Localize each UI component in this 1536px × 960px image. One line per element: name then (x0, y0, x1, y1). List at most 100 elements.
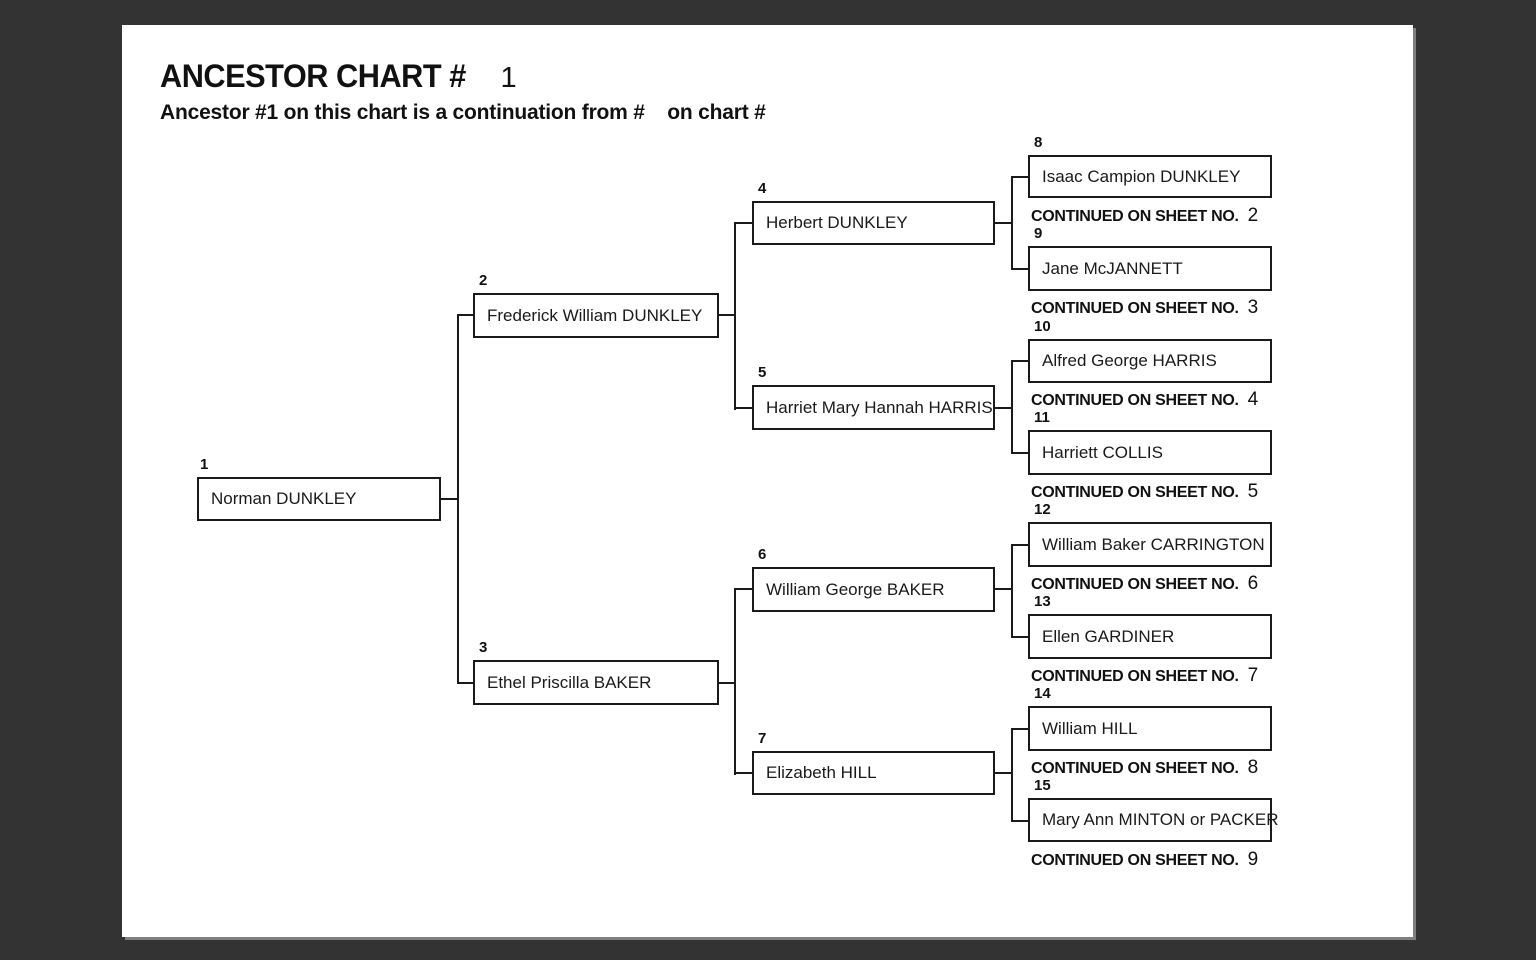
continued-sheet-number: 7 (1247, 665, 1259, 686)
continued-label: CONTINUED ON SHEET NO. (1031, 208, 1239, 225)
connector-line (1011, 728, 1013, 822)
person-box-herbert-dunkley: Herbert DUNKLEY (752, 201, 995, 245)
person-box-norman-dunkley: Norman DUNKLEY (197, 477, 441, 521)
connector-line (734, 222, 752, 224)
person-name-15: Mary Ann MINTON or PACKER (1042, 810, 1279, 829)
person-box-ethel-priscilla-baker: Ethel Priscilla BAKER (473, 660, 719, 705)
person-number-14: 14 (1034, 685, 1051, 702)
person-box-jane-mcjannett: Jane McJANNETT (1028, 246, 1272, 291)
person-box-isaac-campion-dunkley: Isaac Campion DUNKLEY (1028, 155, 1272, 198)
person-number-13: 13 (1034, 593, 1051, 610)
continued-label: CONTINUED ON SHEET NO. (1031, 668, 1239, 685)
continued-label: CONTINUED ON SHEET NO. (1031, 300, 1239, 317)
connector-line (734, 588, 752, 590)
person-box-william-george-baker: William George BAKER (752, 567, 995, 612)
person-name-7: Elizabeth HILL (766, 763, 877, 782)
person-name-14: William HILL (1042, 718, 1138, 738)
connector-line (457, 682, 473, 684)
connector-line (719, 314, 736, 316)
person-name-3: Ethel Priscilla BAKER (487, 672, 652, 692)
connector-line (1011, 544, 1013, 638)
continued-sheet-number: 9 (1247, 849, 1259, 870)
continued-note-11: CONTINUED ON SHEET NO. 5 (1031, 481, 1258, 503)
continued-sheet-number: 4 (1247, 389, 1259, 410)
continued-note-8: CONTINUED ON SHEET NO. 2 (1031, 205, 1258, 227)
continued-label: CONTINUED ON SHEET NO. (1031, 392, 1239, 409)
connector-line (1011, 452, 1028, 454)
person-name-11: Harriett COLLIS (1042, 442, 1163, 462)
continued-note-12: CONTINUED ON SHEET NO. 6 (1031, 573, 1258, 595)
person-number-1: 1 (200, 456, 209, 473)
continued-sheet-number: 8 (1247, 757, 1259, 778)
continued-note-13: CONTINUED ON SHEET NO. 7 (1031, 665, 1258, 687)
connector-line (1011, 360, 1028, 362)
connector-line (457, 314, 473, 316)
person-number-15: 15 (1034, 777, 1051, 794)
continued-note-15: CONTINUED ON SHEET NO. 9 (1031, 849, 1258, 871)
person-box-mary-ann-minton-or-packer: Mary Ann MINTON or PACKER (1028, 798, 1278, 842)
person-name-9: Jane McJANNETT (1042, 258, 1183, 278)
connector-line (1011, 636, 1028, 638)
connector-line (1011, 728, 1028, 730)
person-number-3: 3 (479, 639, 488, 656)
person-box-elizabeth-hill: Elizabeth HILL (752, 751, 995, 795)
person-name-12: William Baker CARRINGTON (1042, 534, 1265, 554)
person-name-13: Ellen GARDINER (1042, 626, 1175, 646)
continued-label: CONTINUED ON SHEET NO. (1031, 576, 1239, 593)
person-box-william-baker-carrington: William Baker CARRINGTON (1028, 522, 1272, 567)
person-name-2: Frederick William DUNKLEY (487, 305, 703, 325)
continued-sheet-number: 5 (1247, 481, 1259, 502)
continued-note-10: CONTINUED ON SHEET NO. 4 (1031, 389, 1258, 411)
person-name-8: Isaac Campion DUNKLEY (1042, 166, 1241, 186)
connector-line (441, 498, 458, 500)
person-number-8: 8 (1034, 134, 1043, 151)
continued-label: CONTINUED ON SHEET NO. (1031, 484, 1239, 501)
chart-page: ANCESTOR CHART # 1 Ancestor #1 on this c… (122, 25, 1413, 937)
connector-line (995, 588, 1013, 590)
connector-line (995, 222, 1013, 224)
person-name-10: Alfred George HARRIS (1042, 351, 1217, 370)
person-box-alfred-george-harris: Alfred George HARRIS (1028, 339, 1272, 383)
continued-sheet-number: 2 (1247, 205, 1259, 226)
person-name-6: William George BAKER (766, 579, 945, 599)
person-number-4: 4 (758, 180, 767, 197)
connector-line (734, 222, 736, 410)
person-number-10: 10 (1034, 318, 1051, 335)
person-number-6: 6 (758, 546, 767, 563)
person-number-11: 11 (1034, 409, 1050, 426)
person-box-william-hill: William HILL (1028, 706, 1272, 751)
page-subtitle: Ancestor #1 on this chart is a continuat… (160, 101, 766, 124)
connector-line (995, 407, 1013, 409)
connector-line (1011, 544, 1028, 546)
person-name-5: Harriet Mary Hannah HARRIS (766, 397, 993, 417)
page-title: ANCESTOR CHART # 1 (160, 58, 517, 95)
page-title-label: ANCESTOR CHART # (160, 58, 466, 94)
person-name-4: Herbert DUNKLEY (766, 213, 908, 232)
person-number-5: 5 (758, 364, 767, 381)
connector-line (734, 772, 752, 774)
continued-label: CONTINUED ON SHEET NO. (1031, 760, 1239, 777)
connector-line (1011, 176, 1028, 178)
person-box-harriett-collis: Harriett COLLIS (1028, 430, 1272, 475)
person-box-frederick-william-dunkley: Frederick William DUNKLEY (473, 293, 719, 338)
person-number-9: 9 (1034, 225, 1043, 242)
connector-line (719, 682, 736, 684)
connector-line (1011, 360, 1013, 454)
connector-line (1011, 268, 1028, 270)
continued-note-14: CONTINUED ON SHEET NO. 8 (1031, 757, 1258, 779)
continued-note-9: CONTINUED ON SHEET NO. 3 (1031, 297, 1258, 319)
connector-line (457, 314, 459, 684)
person-box-harriet-mary-hannah-harris: Harriet Mary Hannah HARRIS (752, 385, 995, 430)
person-number-7: 7 (758, 730, 767, 747)
connector-line (995, 772, 1013, 774)
continued-label: CONTINUED ON SHEET NO. (1031, 852, 1239, 869)
connector-line (1011, 820, 1028, 822)
person-number-2: 2 (479, 272, 488, 289)
person-name-1: Norman DUNKLEY (211, 489, 357, 508)
connector-line (734, 407, 752, 409)
person-number-12: 12 (1034, 501, 1051, 518)
continued-sheet-number: 6 (1247, 573, 1259, 594)
connector-line (1011, 176, 1013, 270)
connector-line (734, 588, 736, 775)
